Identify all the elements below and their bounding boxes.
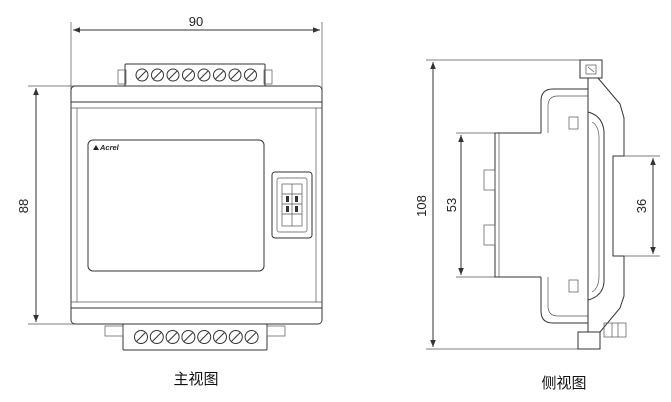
top-terminal-screw-slot bbox=[230, 70, 240, 80]
top-terminal-screw bbox=[213, 68, 226, 82]
inner-left-label: 53 bbox=[444, 198, 459, 212]
bottom-terminal-screw-slot bbox=[168, 332, 178, 342]
bottom-terminal-screw-slot bbox=[199, 332, 209, 342]
bottom-terminal-screw bbox=[197, 330, 212, 344]
bottom-terminal-screw bbox=[165, 330, 180, 344]
side-view: 108 53 bbox=[414, 59, 660, 392]
bottom-terminal-screw-slot bbox=[152, 332, 162, 342]
device-body bbox=[70, 85, 323, 325]
top-terminal-screw bbox=[228, 68, 242, 82]
top-terminal-screw bbox=[135, 68, 149, 82]
comm-connector bbox=[271, 171, 313, 239]
side-profile bbox=[540, 59, 627, 350]
inner-left-dimension: 53 bbox=[444, 132, 495, 278]
height-dimension-label: 88 bbox=[16, 199, 31, 213]
bottom-terminal-screw-slot bbox=[231, 332, 241, 342]
front-view: 90 88 bbox=[16, 14, 323, 388]
bottom-terminal-screw bbox=[228, 330, 243, 344]
bottom-terminal-screw-slot bbox=[215, 332, 225, 342]
bottom-terminal-screw bbox=[149, 330, 164, 344]
top-terminal-screw-slot bbox=[153, 70, 162, 80]
top-terminal-screw-slot bbox=[215, 70, 224, 80]
top-terminal-screw-slot bbox=[168, 70, 178, 80]
height-dimension: 88 bbox=[16, 85, 76, 325]
side-view-caption: 侧视图 bbox=[541, 374, 586, 392]
top-terminal-screw-slot bbox=[246, 70, 255, 80]
brand-logo-text: Acrel bbox=[99, 143, 120, 152]
bottom-terminal-screw bbox=[181, 330, 196, 344]
bottom-terminal-screw-slot bbox=[247, 332, 257, 342]
bottom-terminal-screw-slot bbox=[136, 332, 146, 342]
bottom-terminal-screw bbox=[134, 330, 148, 344]
top-terminal-screw-slot bbox=[137, 70, 147, 80]
bottom-terminal-block bbox=[104, 323, 286, 351]
top-terminal-screw bbox=[244, 68, 257, 82]
top-terminal-screw bbox=[182, 68, 195, 82]
top-terminal-screw bbox=[197, 68, 211, 82]
overall-height-label: 108 bbox=[414, 195, 429, 217]
top-terminal-screw-slot bbox=[184, 70, 193, 80]
width-dimension: 90 bbox=[70, 14, 323, 92]
rear-housing bbox=[483, 132, 541, 278]
display-window bbox=[87, 139, 265, 272]
front-view-caption: 主视图 bbox=[173, 370, 218, 388]
top-terminal-screw bbox=[166, 68, 180, 82]
top-terminal-screw bbox=[151, 68, 164, 82]
bottom-terminal-screw bbox=[213, 330, 227, 344]
bottom-terminal-screw-slot bbox=[183, 332, 193, 342]
overall-height-dimension: 108 bbox=[414, 59, 600, 350]
inner-right-label: 36 bbox=[634, 199, 649, 213]
inner-right-dimension: 36 bbox=[624, 155, 660, 257]
width-dimension-label: 90 bbox=[189, 14, 203, 29]
brand-logo: Acrel bbox=[93, 143, 120, 152]
top-terminal-screw-slot bbox=[199, 70, 209, 80]
top-terminal-block bbox=[117, 63, 273, 87]
bottom-terminal-screw bbox=[244, 330, 259, 344]
